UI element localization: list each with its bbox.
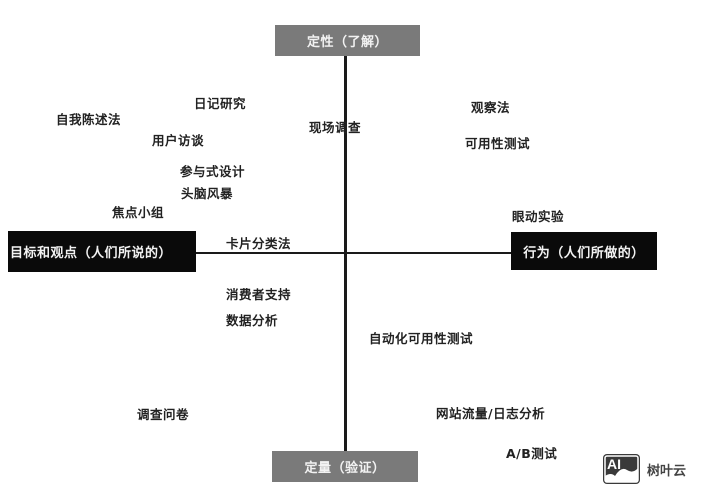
method-focus-group: 焦点小组 xyxy=(112,205,165,220)
method-participatory-design: 参与式设计 xyxy=(180,164,246,179)
method-card-sorting: 卡片分类法 xyxy=(226,236,292,251)
method-self-report: 自我陈述法 xyxy=(56,112,122,127)
ai-image-icon: AI xyxy=(603,454,640,484)
method-field-study: 现场调查 xyxy=(309,120,362,135)
method-eye-tracking: 眼动实验 xyxy=(512,209,565,224)
logo-ai-text: AI xyxy=(607,456,621,472)
horizontal-axis-attitudinal-behavioral xyxy=(196,252,511,254)
left-label-attitudinal: 目标和观点（人们所说的） xyxy=(8,231,196,272)
method-web-analytics: 网站流量/日志分析 xyxy=(436,406,546,421)
method-customer-support: 消费者支持 xyxy=(226,287,292,302)
method-user-interview: 用户访谈 xyxy=(152,133,205,148)
method-usability-testing: 可用性测试 xyxy=(465,136,531,151)
method-diary-study: 日记研究 xyxy=(194,96,247,111)
top-label-qualitative: 定性（了解） xyxy=(275,25,420,56)
method-brainstorming: 头脑风暴 xyxy=(181,186,234,201)
method-survey: 调查问卷 xyxy=(137,407,190,422)
method-ab-testing: A/B测试 xyxy=(506,446,558,461)
watermark-logo: AI 树叶云 xyxy=(603,454,686,484)
brand-name: 树叶云 xyxy=(647,463,687,479)
method-observation: 观察法 xyxy=(471,100,511,115)
bottom-label-quantitative: 定量（验证） xyxy=(272,451,418,482)
method-data-analysis: 数据分析 xyxy=(226,313,279,328)
right-label-behavioral: 行为（人们所做的） xyxy=(511,232,657,270)
method-automated-usability-testing: 自动化可用性测试 xyxy=(369,331,474,346)
